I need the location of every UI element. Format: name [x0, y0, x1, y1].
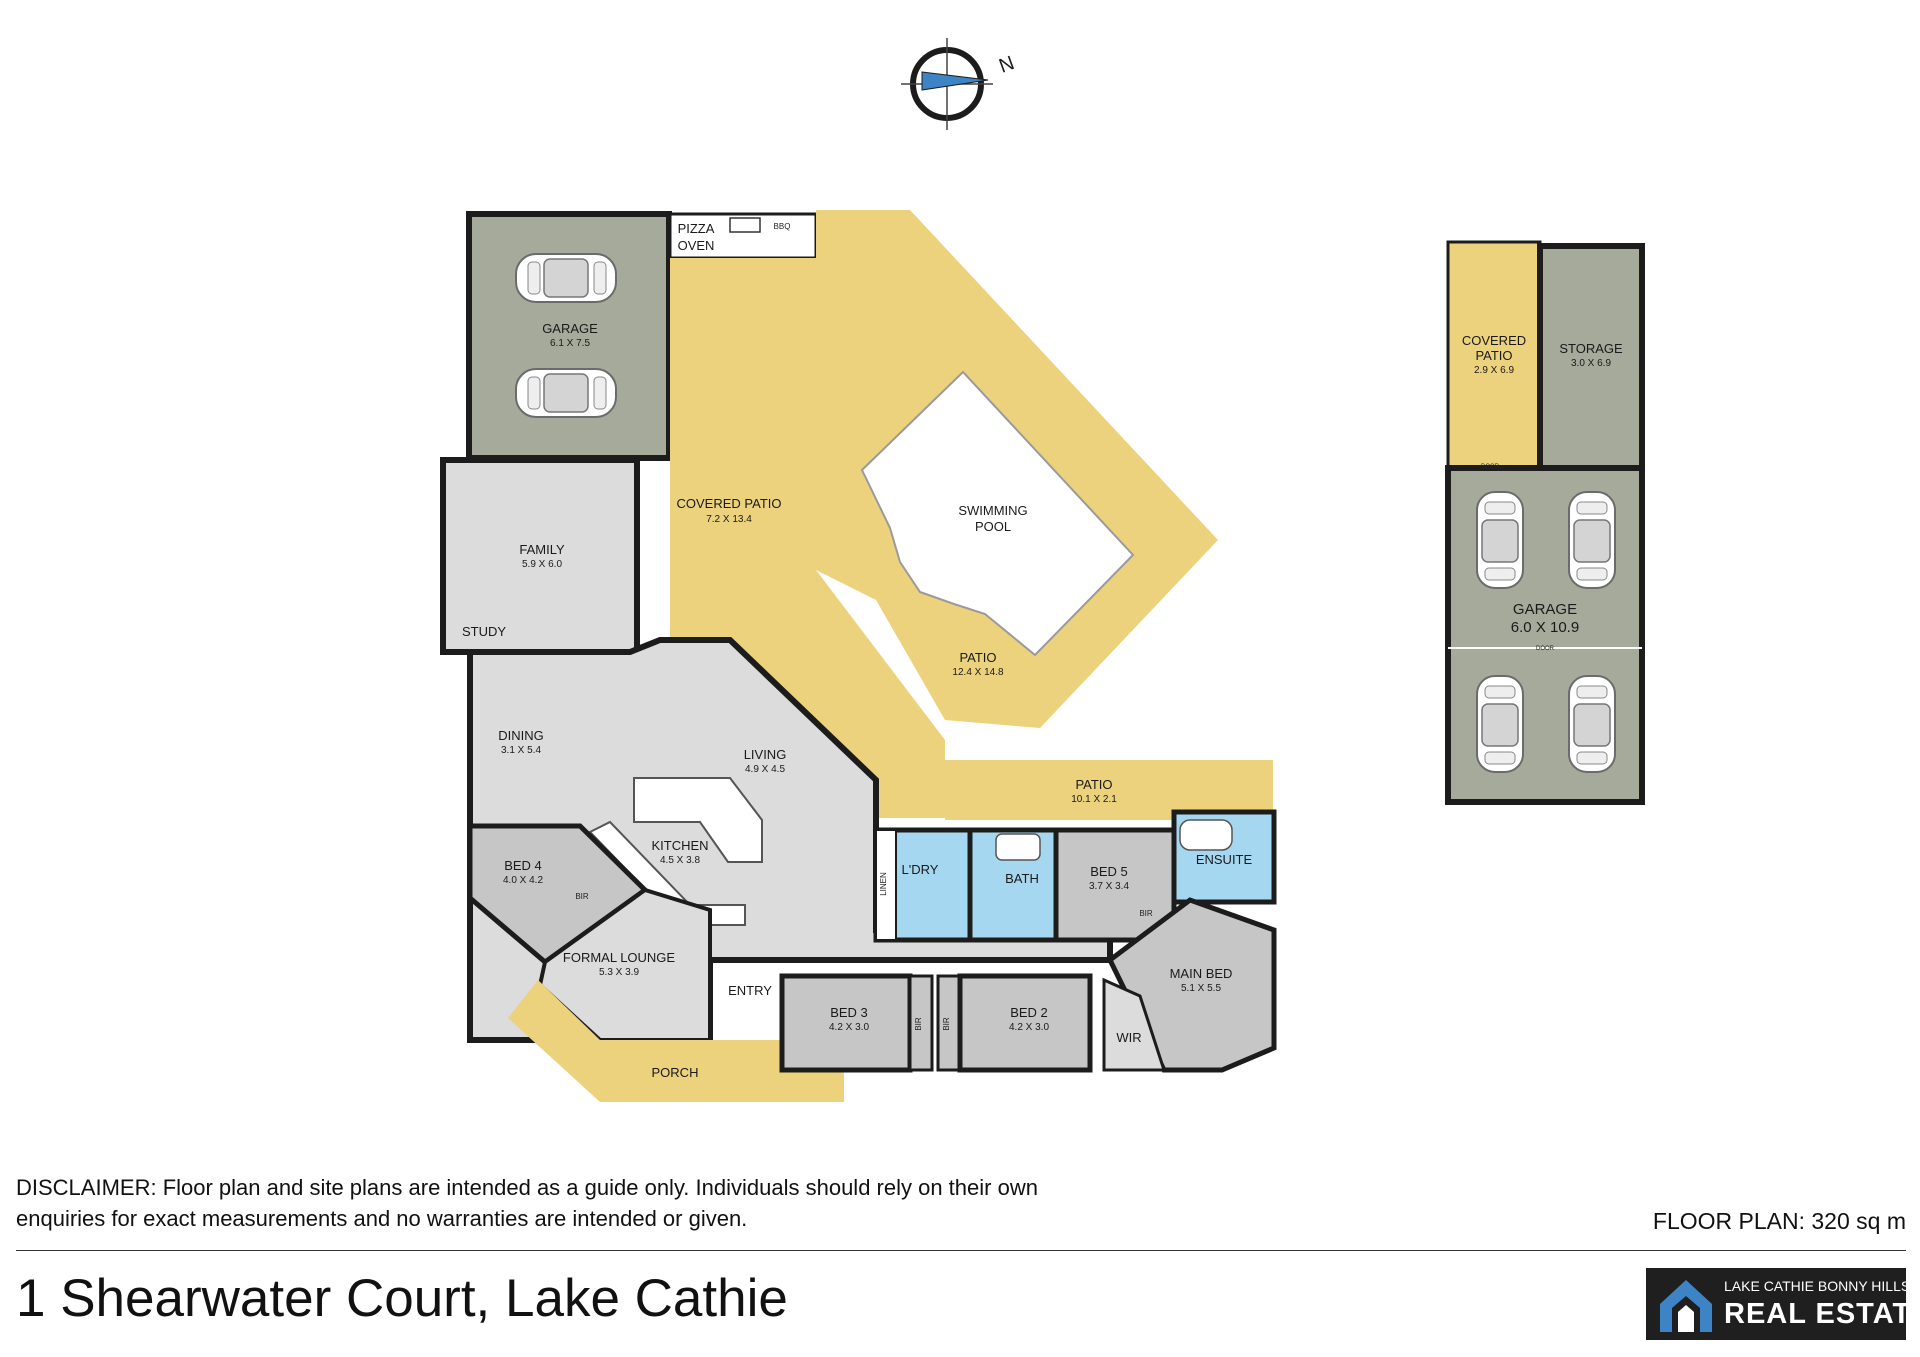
swimming-pool: [860, 370, 1135, 657]
dim-bed2: 4.2 X 3.0: [1009, 1022, 1049, 1033]
dim-bed5: 3.7 X 3.4: [1089, 881, 1129, 892]
label-outbuilding-storage: STORAGE: [1559, 341, 1623, 356]
bed5-room: [1053, 827, 1177, 943]
dim-outbuilding-garage: 6.0 X 10.9: [1511, 619, 1579, 636]
dim-kitchen: 4.5 X 3.8: [660, 855, 700, 866]
label-bath: BATH: [1005, 871, 1039, 886]
bbq-icon: [729, 217, 761, 233]
house-logo-icon: [1660, 1280, 1712, 1332]
dim-main-bed: 5.1 X 5.5: [1181, 983, 1221, 994]
dim-bed4: 4.0 X 4.2: [503, 875, 543, 886]
floor-area-text: FLOOR PLAN: 320 sq m: [1652, 1208, 1906, 1234]
label-swimming-pool-2: POOL: [975, 519, 1011, 534]
car-icon: [515, 368, 617, 418]
label-linen: LINEN: [879, 872, 888, 896]
logo-title: REAL ESTATE: [1724, 1298, 1920, 1330]
label-porch: PORCH: [652, 1065, 699, 1080]
outbuilding-covered-patio: [1446, 240, 1542, 470]
property-address: 1 Shearwater Court, Lake Cathie: [16, 1269, 788, 1328]
footer-divider: [16, 1250, 1906, 1251]
label-entry: ENTRY: [728, 983, 772, 998]
car-icon: [1476, 675, 1524, 773]
compass: N: [901, 38, 1017, 130]
bed3-bir: [908, 974, 934, 1072]
car-icon: [1568, 491, 1616, 589]
dim-bed3: 4.2 X 3.0: [829, 1022, 869, 1033]
label-main-bed: MAIN BED: [1170, 966, 1233, 981]
dim-outbuilding-storage: 3.0 X 6.9: [1571, 358, 1611, 369]
floor-plan: N GARAGE 6.1 X 7.5 PIZZA: [440, 38, 1645, 1102]
label-swimming-pool: SWIMMING: [958, 503, 1027, 518]
dim-garage: 6.1 X 7.5: [550, 338, 590, 349]
label-covered-patio: COVERED PATIO: [677, 496, 782, 511]
label-garage: GARAGE: [542, 321, 598, 336]
dim-covered-patio: 7.2 X 13.4: [706, 514, 752, 525]
label-outbuilding-door-2: DOOR: [1536, 646, 1555, 652]
label-bbq: BBQ: [774, 222, 791, 231]
bathtub-icon: [995, 833, 1041, 861]
car-icon: [1568, 675, 1616, 773]
label-pizza-oven: PIZZA: [678, 221, 715, 236]
label-study: STUDY: [462, 624, 506, 639]
label-kitchen: KITCHEN: [651, 838, 708, 853]
dim-living: 4.9 X 4.5: [745, 764, 785, 775]
outbuilding: COVERED PATIO 2.9 X 6.9 STORAGE 3.0 X 6.…: [1445, 240, 1645, 805]
outbuilding-storage: [1537, 243, 1645, 471]
dim-family: 5.9 X 6.0: [522, 559, 562, 570]
dim-formal-lounge: 5.3 X 3.9: [599, 967, 639, 978]
label-bed4: BED 4: [504, 858, 542, 873]
agency-logo: LAKE CATHIE BONNY HILLS REAL ESTATE: [1646, 1268, 1920, 1340]
garage-area: [466, 211, 672, 461]
label-bed2-bir: BIR: [942, 1017, 951, 1031]
label-dining: DINING: [498, 728, 544, 743]
label-bed3: BED 3: [830, 1005, 868, 1020]
linen-cupboard: [875, 829, 897, 941]
compass-needle-icon: [921, 71, 989, 91]
label-rear-patio: PATIO: [1075, 777, 1112, 792]
wir-room: [1102, 977, 1167, 1072]
car-icon: [515, 253, 617, 303]
bathtub-icon: [1179, 819, 1233, 851]
dim-rear-patio: 10.1 X 2.1: [1071, 794, 1117, 805]
label-family: FAMILY: [519, 542, 565, 557]
label-bed5-bir: BIR: [1139, 909, 1153, 918]
label-outbuilding-garage: GARAGE: [1513, 601, 1577, 618]
label-outbuilding-covered-patio: COVERED: [1462, 333, 1526, 348]
label-outbuilding-covered-patio-2: PATIO: [1475, 348, 1512, 363]
label-outbuilding-door: DOOR: [1481, 464, 1500, 470]
room-labels: GARAGE 6.1 X 7.5 PIZZA OVEN BBQ COVERED …: [462, 221, 1253, 1080]
label-living: LIVING: [744, 747, 787, 762]
dim-pool-patio: 12.4 X 14.8: [952, 667, 1004, 678]
disclaimer-text: DISCLAIMER: Floor plan and site plans ar…: [16, 1175, 1038, 1231]
dim-outbuilding-covered-patio: 2.9 X 6.9: [1474, 365, 1514, 376]
label-pizza-oven-2: OVEN: [678, 238, 715, 253]
logo-tagline: LAKE CATHIE BONNY HILLS: [1724, 1278, 1911, 1294]
porch-area: [508, 980, 844, 1102]
label-laundry: L'DRY: [902, 862, 939, 877]
bed3-room: [779, 973, 913, 1073]
label-bed5: BED 5: [1090, 864, 1128, 879]
covered-patio-area: [670, 258, 945, 818]
kitchen-island: [633, 777, 763, 863]
label-bed3-bir: BIR: [914, 1017, 923, 1031]
label-bed4-bir: BIR: [575, 892, 589, 901]
label-formal-lounge: FORMAL LOUNGE: [563, 950, 676, 965]
label-bed2: BED 2: [1010, 1005, 1048, 1020]
label-ensuite: ENSUITE: [1196, 852, 1253, 867]
dim-dining: 3.1 X 5.4: [501, 745, 541, 756]
bed2-room: [957, 973, 1093, 1073]
compass-north-label: N: [996, 52, 1017, 78]
label-pool-patio: PATIO: [959, 650, 996, 665]
car-icon: [1476, 491, 1524, 589]
label-wir: WIR: [1116, 1030, 1141, 1045]
